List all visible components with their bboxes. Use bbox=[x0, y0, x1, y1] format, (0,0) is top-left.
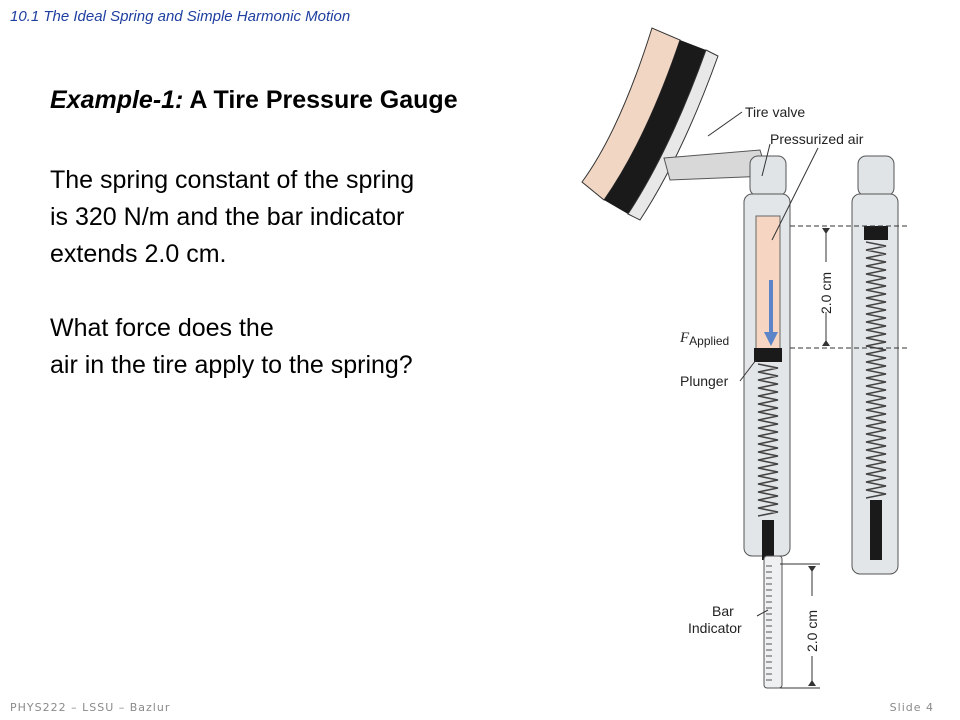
problem-line: is 320 N/m and the bar indicator bbox=[50, 203, 405, 231]
label-dim-bottom: 2.0 cm bbox=[804, 610, 820, 652]
tire-gauge-diagram: Tire valve Pressurized air FApplied Plun… bbox=[581, 27, 908, 689]
label-tire-valve: Tire valve bbox=[745, 104, 805, 120]
problem-question: What force does the air in the tire appl… bbox=[50, 310, 413, 384]
label-f-applied: FApplied bbox=[679, 330, 729, 348]
label-dim-top: 2.0 cm bbox=[818, 272, 834, 314]
gauge-extended bbox=[851, 155, 899, 575]
applied-force-arrowhead bbox=[764, 332, 778, 346]
example-label: Example-1: bbox=[50, 86, 184, 114]
label-f-subscript: Applied bbox=[689, 334, 729, 348]
tire-illustration bbox=[581, 27, 769, 221]
label-pressurized-air: Pressurized air bbox=[770, 131, 864, 147]
gauge-open bbox=[743, 155, 791, 689]
label-indicator: Indicator bbox=[688, 620, 742, 636]
label-plunger: Plunger bbox=[680, 373, 729, 389]
label-bar: Bar bbox=[712, 603, 734, 619]
problem-line: The spring constant of the spring bbox=[50, 166, 415, 194]
section-header: 10.1 The Ideal Spring and Simple Harmoni… bbox=[10, 8, 351, 25]
slide-title: Example-1: A Tire Pressure Gauge bbox=[50, 86, 458, 115]
question-line: What force does the bbox=[50, 314, 274, 342]
footer-slide-number: Slide 4 bbox=[889, 701, 934, 714]
example-title: A Tire Pressure Gauge bbox=[189, 86, 458, 114]
problem-line: extends 2.0 cm. bbox=[50, 240, 227, 268]
footer-course: PHYS222 – LSSU – Bazlur bbox=[10, 701, 171, 714]
label-f-symbol: F bbox=[679, 330, 690, 346]
problem-statement: The spring constant of the spring is 320… bbox=[50, 162, 414, 273]
question-line: air in the tire apply to the spring? bbox=[50, 351, 413, 379]
